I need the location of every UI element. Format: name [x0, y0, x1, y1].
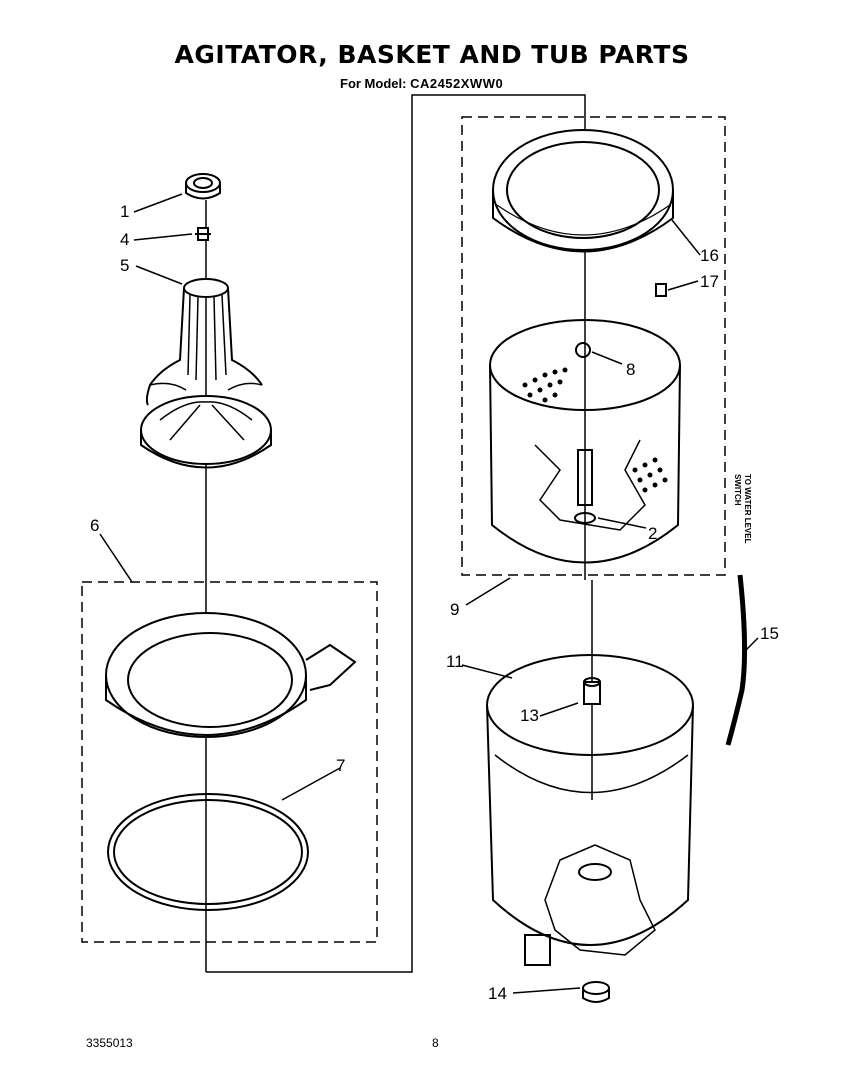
callout-17: 17 — [700, 272, 719, 291]
water-level-switch-note: TO WATER LEVEL SWITCH — [732, 474, 752, 574]
model-line: For Model: CA2452XWW0 — [340, 76, 503, 91]
callout-13: 13 — [520, 706, 539, 725]
callout-7: 7 — [336, 756, 346, 775]
callout-5: 5 — [120, 256, 130, 275]
callout-8: 8 — [626, 360, 636, 379]
model-number: CA2452XWW0 — [410, 76, 504, 91]
callout-1: 1 — [120, 202, 130, 221]
callout-2: 2 — [648, 524, 658, 543]
tub-ring-seal — [107, 793, 309, 911]
callout-9: 9 — [450, 600, 460, 619]
agitator-fastener — [195, 227, 211, 241]
balance-ring-screw — [655, 283, 667, 297]
callout-15: 15 — [760, 624, 779, 643]
callout-16: 16 — [700, 246, 719, 265]
wash-basket — [489, 319, 681, 564]
model-label: For Model: — [340, 76, 407, 91]
leader-lines — [99, 193, 759, 994]
basket-holes — [522, 367, 668, 493]
callout-11: 11 — [446, 652, 464, 671]
page-number: 8 — [432, 1036, 439, 1050]
callout-6: 6 — [90, 516, 100, 535]
side-note-line1: TO WATER LEVEL — [743, 474, 752, 544]
ring-kit-box — [81, 581, 378, 943]
drive-nut — [582, 981, 610, 1003]
document-number: 3355013 — [86, 1036, 133, 1050]
assembly-connector-line — [206, 94, 586, 973]
callout-4: 4 — [120, 230, 130, 249]
outer-tub — [486, 654, 694, 966]
tub-bearing — [583, 677, 601, 705]
page-title: AGITATOR, BASKET AND TUB PARTS — [174, 40, 690, 69]
agitator — [140, 278, 272, 469]
balance-ring — [492, 129, 674, 253]
basket-kit-box — [461, 116, 726, 576]
callout-14: 14 — [488, 984, 507, 1003]
side-note-line2: SWITCH — [733, 474, 742, 506]
agitator-cap — [185, 173, 221, 200]
tub-ring — [105, 612, 357, 738]
pressure-hose — [725, 574, 748, 746]
